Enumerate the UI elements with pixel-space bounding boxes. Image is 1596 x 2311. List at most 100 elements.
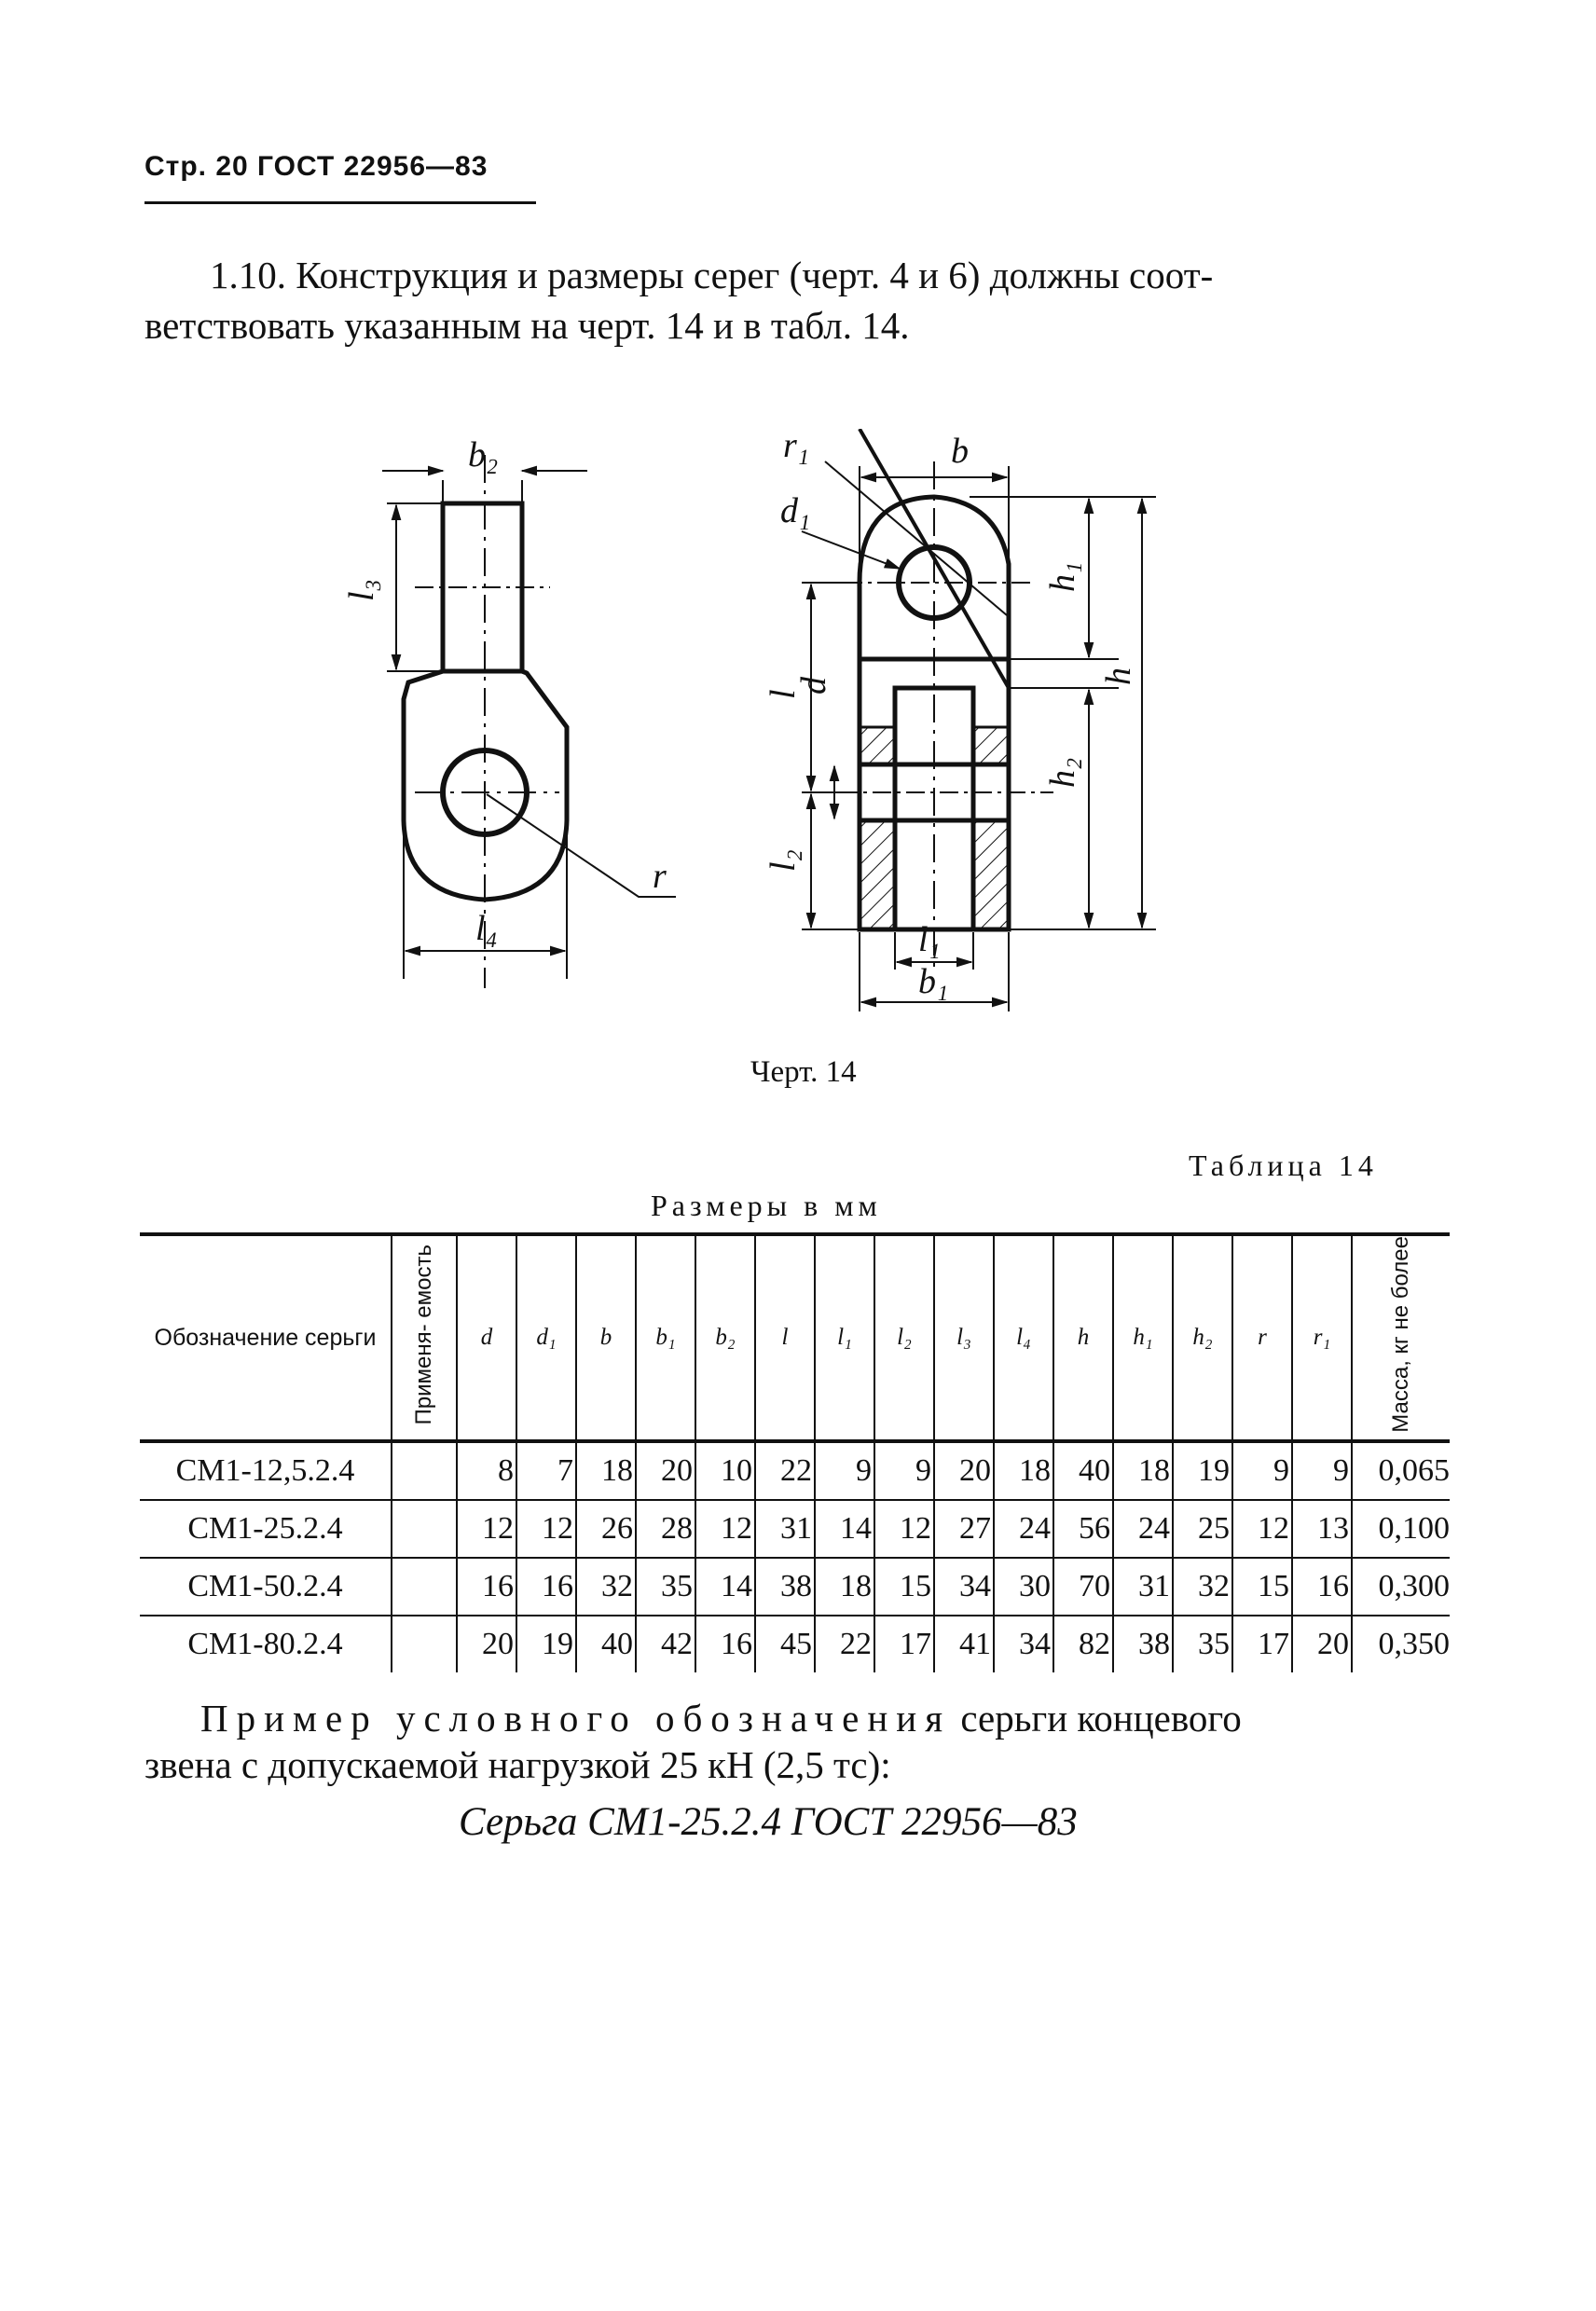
cell-value: 18 bbox=[993, 1440, 1053, 1501]
cell-value: 18 bbox=[814, 1557, 874, 1616]
cell-value: 32 bbox=[1172, 1557, 1232, 1616]
cell-value: 34 bbox=[933, 1557, 994, 1616]
label-h: h bbox=[1099, 667, 1138, 685]
cell-designation: СМ1-80.2.4 bbox=[187, 1626, 343, 1661]
cell-value: 31 bbox=[1112, 1557, 1173, 1616]
label-d1: d₁ bbox=[780, 491, 810, 530]
cell-value: 41 bbox=[933, 1615, 994, 1672]
cell-value: 12 bbox=[456, 1499, 516, 1559]
header-h2: h₂ bbox=[1172, 1234, 1232, 1441]
header-l2: l₂ bbox=[874, 1234, 934, 1441]
cell-value: 20 bbox=[635, 1440, 695, 1501]
cell-applicability bbox=[391, 1557, 457, 1616]
cell-value: 12 bbox=[874, 1499, 934, 1559]
front-section-view bbox=[801, 429, 1156, 1011]
cell-value: 8 bbox=[456, 1440, 516, 1501]
cell-value: 9 bbox=[814, 1440, 874, 1501]
clause-line-2: ветствовать указанным на черт. 14 и в та… bbox=[144, 304, 910, 347]
label-l4: l₄ bbox=[475, 909, 498, 948]
clause-1-10: 1.10. Конструкция и размеры серег (черт.… bbox=[144, 250, 1450, 351]
cell-value: 18 bbox=[575, 1440, 636, 1501]
header-b: b bbox=[575, 1234, 636, 1441]
header-h1: h₁ bbox=[1112, 1234, 1173, 1441]
table-header-row: Обозначение серьги Применя- емость d d₁ … bbox=[140, 1234, 1450, 1441]
cell-value: 7 bbox=[516, 1440, 576, 1501]
cell-value: 24 bbox=[1112, 1499, 1173, 1559]
cell-value: 26 bbox=[575, 1499, 636, 1559]
label-b: b bbox=[951, 432, 969, 471]
cell-value: 12 bbox=[695, 1499, 755, 1559]
cell-value: 12 bbox=[516, 1499, 576, 1559]
label-r: r bbox=[653, 857, 667, 896]
header-r1: r₁ bbox=[1291, 1234, 1352, 1441]
cell-value: 14 bbox=[695, 1557, 755, 1616]
cell-value: 25 bbox=[1172, 1499, 1232, 1559]
example-lead: Пример условного обозначения bbox=[200, 1697, 952, 1740]
label-b2: b₂ bbox=[468, 435, 498, 475]
header-b1: b₁ bbox=[635, 1234, 695, 1441]
label-l: l bbox=[764, 689, 803, 699]
label-d: d bbox=[794, 676, 833, 695]
cell-value: 35 bbox=[1172, 1615, 1232, 1672]
cell-value: 34 bbox=[993, 1615, 1053, 1672]
cell-value: 20 bbox=[1291, 1615, 1352, 1672]
section-hatch-upper-left bbox=[858, 725, 897, 766]
label-l1: l₁ bbox=[918, 920, 941, 959]
cell-value: 40 bbox=[575, 1615, 636, 1672]
cell-applicability bbox=[391, 1615, 457, 1672]
header-d1: d₁ bbox=[516, 1234, 576, 1441]
drawing-caption: Черт. 14 bbox=[750, 1055, 857, 1089]
section-hatch-lower-left bbox=[858, 818, 897, 931]
cell-value: 20 bbox=[933, 1440, 994, 1501]
label-l2: l₂ bbox=[764, 849, 803, 872]
cell-value: 20 bbox=[456, 1615, 516, 1672]
cell-mass: 0,300 bbox=[1351, 1557, 1450, 1616]
header-d: d bbox=[456, 1234, 516, 1441]
drawing-14: b₂ l₃ l₄ r bbox=[342, 429, 1156, 1011]
cell-value: 24 bbox=[993, 1499, 1053, 1559]
cell-value: 12 bbox=[1231, 1499, 1292, 1559]
cell-value: 22 bbox=[754, 1440, 815, 1501]
header-l: l bbox=[754, 1234, 815, 1441]
header-rule bbox=[144, 201, 536, 204]
cell-value: 31 bbox=[754, 1499, 815, 1559]
table-title: Таблица 14 bbox=[1189, 1149, 1378, 1182]
cell-value: 27 bbox=[933, 1499, 994, 1559]
cell-value: 15 bbox=[874, 1557, 934, 1616]
cell-value: 18 bbox=[1112, 1440, 1173, 1501]
dimensions-table: Обозначение серьги Применя- емость d d₁ … bbox=[140, 1232, 1450, 1672]
section-hatch-lower-right bbox=[971, 818, 1011, 931]
cell-designation: СМ1-50.2.4 bbox=[140, 1557, 392, 1616]
cell-value: 42 bbox=[635, 1615, 695, 1672]
header-l4: l₄ bbox=[993, 1234, 1053, 1441]
header-h: h bbox=[1053, 1234, 1113, 1441]
cell-value: 19 bbox=[516, 1615, 576, 1672]
example-paragraph: Пример условного обозначения серьги конц… bbox=[200, 1694, 1445, 1742]
cell-value: 17 bbox=[874, 1615, 934, 1672]
header-l3: l₃ bbox=[933, 1234, 994, 1441]
page-header: Стр. 20 ГОСТ 22956—83 bbox=[144, 151, 488, 182]
cell-value: 70 bbox=[1053, 1557, 1113, 1616]
cell-value: 10 bbox=[695, 1440, 755, 1501]
header-mass: Масса, кг не более bbox=[1351, 1234, 1450, 1441]
table-units: Размеры в мм bbox=[651, 1189, 882, 1222]
label-r1: r₁ bbox=[783, 429, 809, 465]
cell-mass: 0,350 bbox=[1351, 1615, 1450, 1672]
cell-value: 9 bbox=[1231, 1440, 1292, 1501]
header-b2: b₂ bbox=[695, 1234, 755, 1441]
cell-value: 22 bbox=[814, 1615, 874, 1672]
cell-value: 56 bbox=[1053, 1499, 1113, 1559]
cell-value: 13 bbox=[1291, 1499, 1352, 1559]
cell-value: 16 bbox=[456, 1557, 516, 1616]
header-designation: Обозначение серьги bbox=[154, 1324, 377, 1351]
cell-mass: 0,100 bbox=[1351, 1499, 1450, 1559]
cell-designation: СМ1-25.2.4 bbox=[140, 1499, 392, 1559]
label-l3: l₃ bbox=[342, 579, 381, 601]
header-applicability: Применя- емость bbox=[391, 1234, 457, 1441]
cell-value: 32 bbox=[575, 1557, 636, 1616]
cell-value: 35 bbox=[635, 1557, 695, 1616]
example-designation: Серьга СМ1-25.2.4 ГОСТ 22956—83 bbox=[459, 1800, 1078, 1844]
cell-value: 82 bbox=[1053, 1615, 1113, 1672]
